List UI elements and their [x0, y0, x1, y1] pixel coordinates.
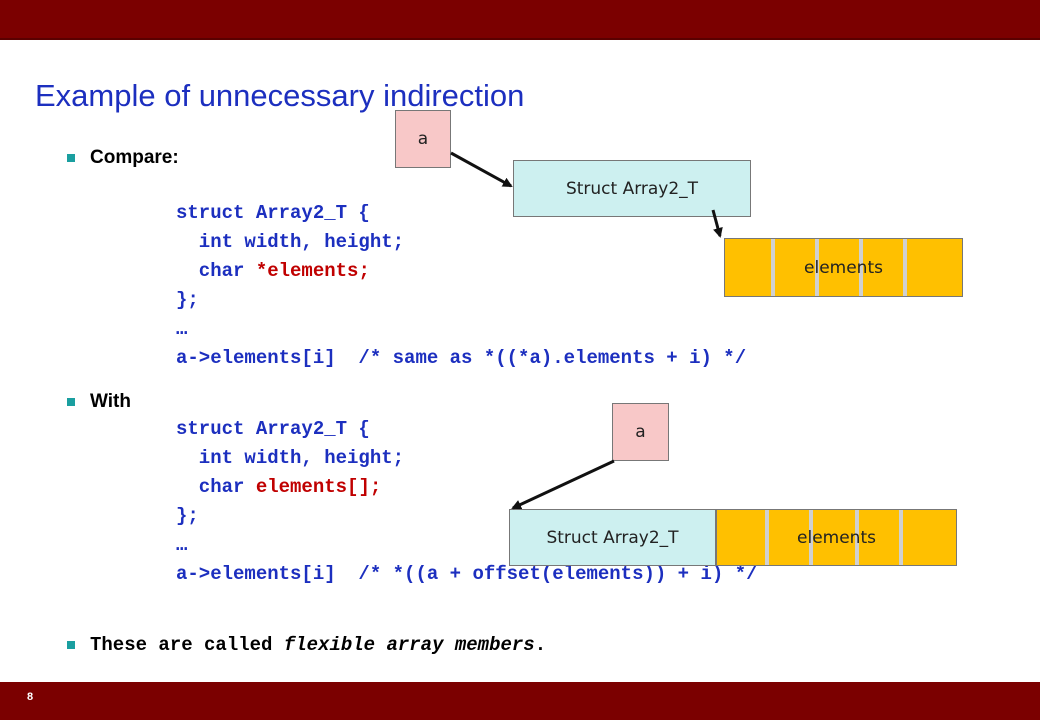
slide-title: Example of unnecessary indirection — [35, 78, 525, 113]
code-highlight: *elements; — [255, 260, 370, 282]
code-text: char — [176, 476, 256, 498]
flexible-array-note: These are called flexible array members. — [90, 634, 546, 656]
pointer-box-a: a — [395, 110, 451, 168]
array-cell-divider — [809, 510, 813, 565]
code-line: struct Array2_T { — [176, 202, 370, 224]
array-cell-divider — [765, 510, 769, 565]
array-cell-divider — [903, 239, 907, 296]
code-line: a->elements[i] /* *((a + offset(elements… — [176, 563, 758, 585]
code-line: int width, height; — [176, 447, 405, 469]
code-line: … — [176, 318, 188, 340]
elements-label: elements — [804, 257, 883, 278]
pointer-label: a — [635, 422, 646, 442]
code-line: int width, height; — [176, 231, 405, 253]
code-line: a->elements[i] /* same as *((*a).element… — [176, 347, 747, 369]
array-cell-divider — [859, 239, 863, 296]
array-cell-divider — [815, 239, 819, 296]
struct-label: Struct Array2_T — [546, 527, 679, 548]
bullet-marker — [67, 641, 75, 649]
note-emphasis: flexible array members — [283, 634, 535, 656]
arrow-struct-to-elements — [711, 209, 723, 238]
code-line: … — [176, 534, 188, 556]
array-cell-divider — [855, 510, 859, 565]
code-line: }; — [176, 505, 199, 527]
array-cell-divider — [899, 510, 903, 565]
pointer-label: a — [417, 129, 429, 149]
arrow-a-to-struct — [511, 459, 615, 510]
elements-label: elements — [797, 527, 876, 548]
code-highlight: elements[]; — [255, 476, 382, 498]
struct-box: Struct Array2_T — [509, 509, 716, 566]
note-prefix: These are called — [90, 634, 284, 656]
code-line: char elements[]; — [176, 473, 758, 502]
code-block-flexible-version: struct Array2_T { int width, height; cha… — [176, 415, 758, 589]
code-block-pointer-version: struct Array2_T { int width, height; cha… — [176, 199, 746, 373]
bullet-marker — [67, 398, 75, 406]
elements-array-box: elements — [724, 238, 963, 297]
bullet-with: With — [90, 391, 131, 412]
code-line: char *elements; — [176, 257, 746, 286]
page-number: 8 — [26, 691, 34, 703]
bullet-marker — [67, 154, 75, 162]
pointer-box-a: a — [612, 403, 669, 461]
header-bar — [0, 0, 1040, 40]
footer-bar — [0, 682, 1040, 720]
code-text: char — [176, 260, 256, 282]
code-line: struct Array2_T { — [176, 418, 370, 440]
elements-array-box: elements — [716, 509, 957, 566]
code-line: }; — [176, 289, 199, 311]
array-cell-divider — [771, 239, 775, 296]
struct-box: Struct Array2_T — [513, 160, 751, 217]
struct-label: Struct Array2_T — [565, 178, 699, 199]
note-suffix: . — [534, 634, 547, 656]
arrow-a-to-struct — [450, 151, 513, 188]
bullet-compare: Compare: — [90, 147, 179, 168]
